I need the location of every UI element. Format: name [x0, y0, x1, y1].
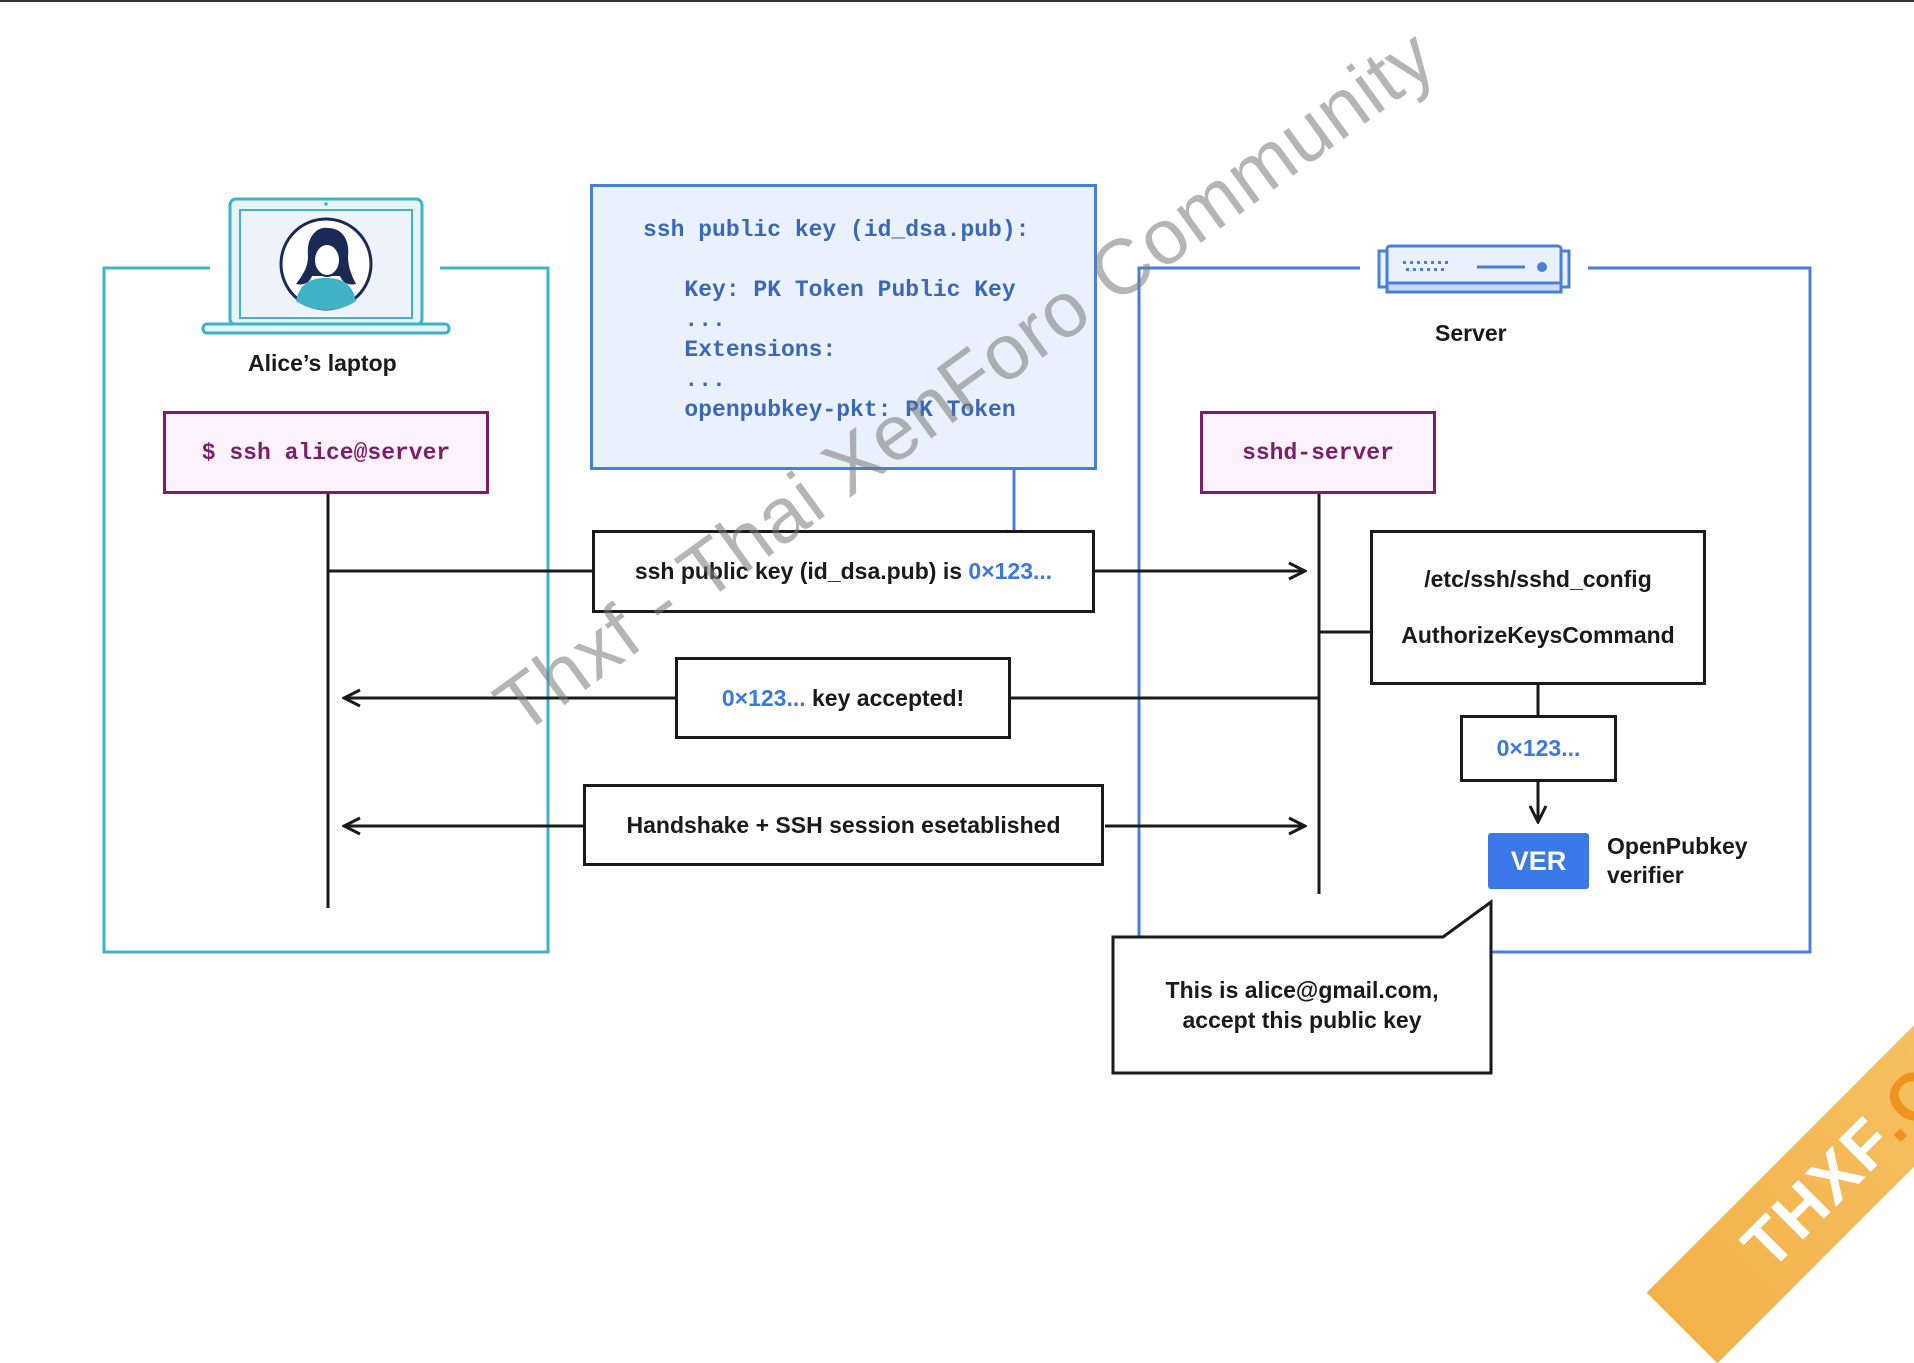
- key-line: openpubkey-pkt: PK Token: [643, 397, 1016, 423]
- pubkey-message-value: 0×123...: [968, 558, 1053, 584]
- sshd-server-box[interactable]: sshd-server: [1200, 411, 1436, 494]
- top-border-line: [0, 0, 1914, 2]
- key-line: ssh public key (id_dsa.pub):: [643, 217, 1030, 243]
- key-line: Extensions:: [643, 337, 837, 363]
- sshd-server-text: sshd-server: [1242, 439, 1394, 466]
- key-line: [643, 245, 1094, 275]
- server-label: Server: [1435, 320, 1507, 346]
- key-line: ...: [643, 307, 726, 333]
- config-setting: AuthorizeKeysCommand: [1401, 622, 1675, 648]
- callout-bubble: [1111, 899, 1493, 1075]
- sshd-config-box: /etc/ssh/sshd_config AuthorizeKeysComman…: [1370, 530, 1706, 685]
- config-path: /etc/ssh/sshd_config: [1424, 566, 1652, 592]
- verifier-input-value: 0×123...: [1496, 735, 1581, 761]
- client-frame: [102, 266, 550, 954]
- verifier-label-line1: OpenPubkey: [1607, 833, 1748, 859]
- verifier-input-box: 0×123...: [1460, 715, 1617, 782]
- verifier-badge-text: VER: [1510, 845, 1567, 876]
- avatar-icon: [279, 217, 373, 311]
- key-line: ...: [643, 367, 726, 393]
- handshake-box: Handshake + SSH session esetablished: [583, 784, 1104, 866]
- key-line: Key: PK Token Public Key: [643, 277, 1016, 303]
- callout-text: This is alice@gmail.com, accept this pub…: [1113, 975, 1491, 1035]
- laptop-icon: [201, 197, 451, 335]
- key-accepted-box: 0×123... key accepted!: [675, 657, 1011, 739]
- key-accepted-value: 0×123...: [721, 684, 806, 711]
- callout-line2: accept this public key: [1182, 1007, 1422, 1033]
- verifier-label: OpenPubkey verifier: [1607, 832, 1748, 890]
- verifier-label-line2: verifier: [1607, 862, 1684, 888]
- laptop-label: Alice’s laptop: [248, 350, 397, 376]
- client-command-box[interactable]: $ ssh alice@server: [163, 411, 489, 494]
- handshake-text: Handshake + SSH session esetablished: [626, 811, 1061, 838]
- client-command-text: $ ssh alice@server: [201, 439, 451, 466]
- pubkey-message-box: ssh public key (id_dsa.pub) is 0×123...: [592, 530, 1095, 613]
- key-accepted-text: key accepted!: [805, 684, 965, 711]
- pubkey-message-prefix: ssh public key (id_dsa.pub) is: [634, 558, 969, 584]
- callout-line1: This is alice@gmail.com,: [1165, 977, 1439, 1003]
- public-key-box: ssh public key (id_dsa.pub): Key: PK Tok…: [590, 184, 1097, 470]
- verifier-badge: VER: [1488, 833, 1589, 889]
- server-icon: [1377, 244, 1571, 294]
